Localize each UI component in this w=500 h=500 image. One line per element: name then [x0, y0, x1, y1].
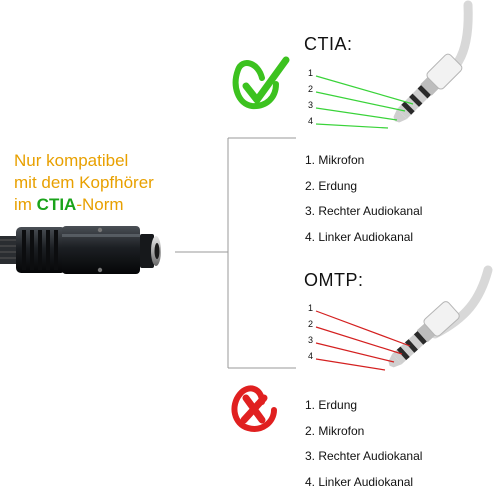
headline-line-1: Nur kompatibel: [14, 151, 129, 170]
ctia-title: CTIA:: [304, 34, 353, 54]
list-item: 2. Mikrofon: [305, 423, 365, 438]
list-item: 4. Linker Audiokanal: [305, 229, 414, 244]
omtp-title: OMTP:: [304, 270, 364, 290]
ctia-pin-number: 1: [308, 68, 314, 78]
ctia-pin-list: 1. Mikrofon 2. Erdung 3. Rechter Audioka…: [305, 153, 422, 255]
ctia-pin-number: 2: [308, 84, 314, 94]
headline-line-3-prefix: im: [14, 195, 37, 214]
omtp-pin-number: 3: [308, 335, 314, 345]
list-item: 3. Rechter Audiokanal: [305, 204, 423, 218]
omtp-plug-illustration: [315, 265, 493, 371]
list-item: 2. Erdung: [305, 178, 358, 193]
headline-line-3: im CTIA-Norm: [14, 194, 224, 216]
omtp-pin-number: 2: [308, 319, 314, 329]
green-check-mark-icon: [232, 56, 290, 110]
omtp-pin-number: 4: [308, 351, 314, 361]
headline-line-2: mit dem Kopfhörer: [14, 173, 154, 192]
list-item: 1. Erdung: [305, 398, 358, 412]
headline-line-3-suffix: -Norm: [76, 195, 124, 214]
compatibility-headline: Nur kompatibel mit dem Kopfhörer im CTIA…: [14, 150, 224, 216]
ctia-plug-illustration: [315, 0, 473, 129]
adapter-cable: [0, 226, 161, 274]
list-item: 3. Rechter Audiokanal: [305, 449, 423, 463]
headline-highlight: CTIA: [36, 195, 77, 214]
ctia-pin-number: 4: [308, 116, 314, 126]
omtp-pin-list: 1. Erdung 2. Mikrofon 3. Rechter Audioka…: [305, 398, 422, 500]
red-cross-mark-icon: [231, 385, 277, 432]
list-item: 4. Linker Audiokanal: [305, 474, 414, 489]
list-item: 1. Mikrofon: [305, 153, 365, 167]
omtp-pin-number: 1: [308, 303, 314, 313]
ctia-pin-number: 3: [308, 100, 314, 110]
connector-bracket: [175, 137, 296, 369]
